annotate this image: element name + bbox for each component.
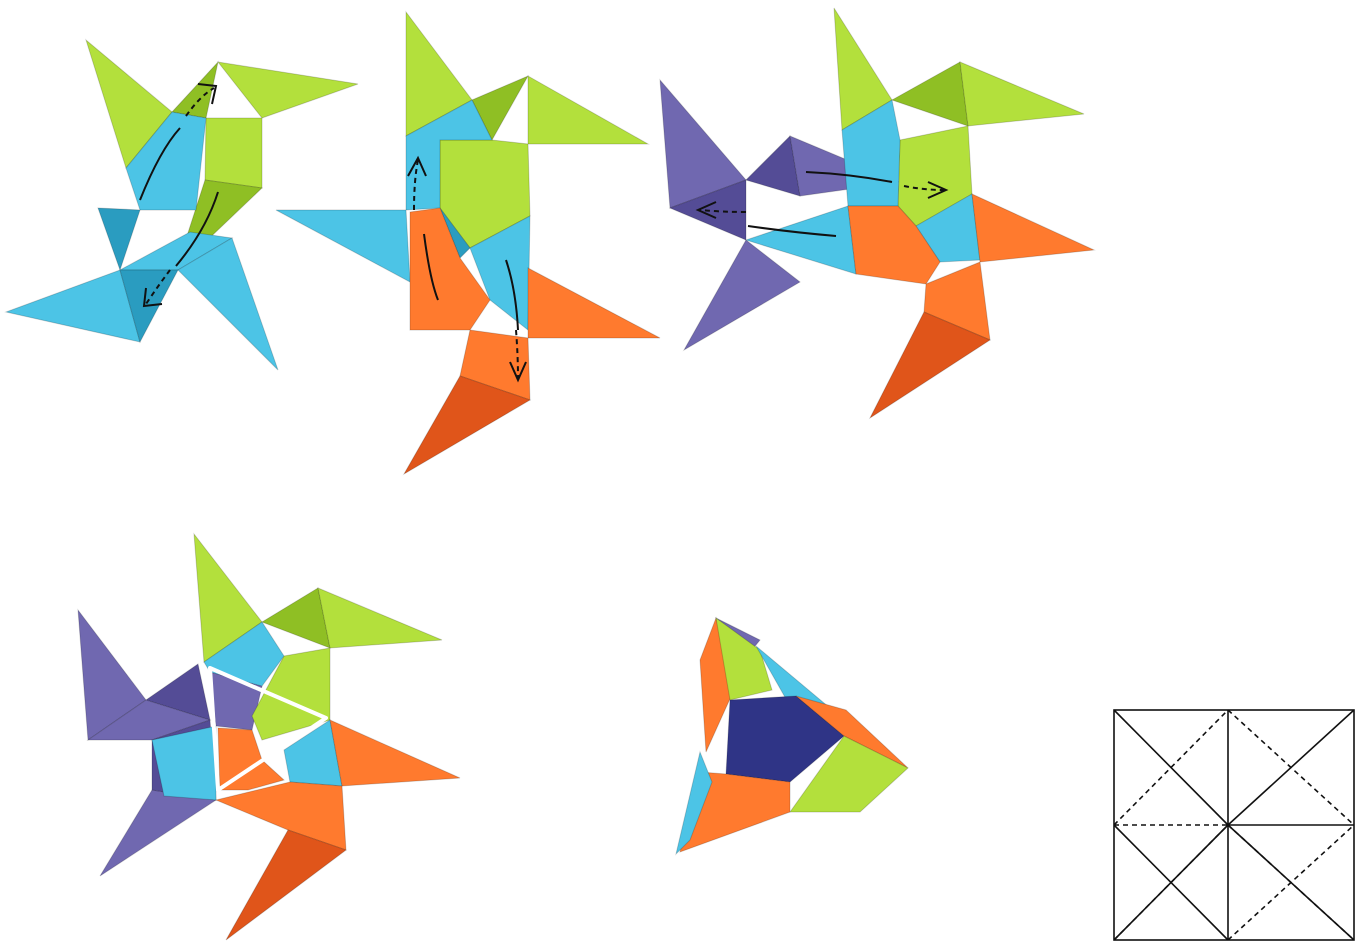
step-1-panel bbox=[6, 40, 358, 370]
paper-facet bbox=[218, 62, 358, 118]
crease-pattern-panel bbox=[1114, 710, 1354, 940]
orange-module bbox=[404, 208, 660, 474]
paper-facet bbox=[216, 782, 346, 850]
paper-facet bbox=[528, 76, 648, 144]
paper-facet bbox=[205, 118, 262, 188]
orange-module bbox=[216, 720, 460, 940]
paper-facet bbox=[684, 240, 800, 350]
paper-facet bbox=[226, 830, 346, 940]
step-4-panel bbox=[78, 534, 460, 940]
paper-facet bbox=[892, 62, 968, 126]
finished-model-panel bbox=[676, 618, 908, 854]
paper-facet bbox=[528, 268, 660, 338]
paper-facet bbox=[218, 728, 284, 790]
paper-facet bbox=[98, 208, 140, 270]
paper-facet bbox=[6, 270, 140, 342]
paper-facet bbox=[276, 210, 410, 282]
paper-facet bbox=[100, 790, 216, 876]
paper-facet bbox=[330, 720, 460, 786]
paper-facet bbox=[972, 194, 1094, 262]
paper-facet bbox=[960, 62, 1084, 126]
paper-facet bbox=[318, 588, 442, 648]
step-3-panel bbox=[660, 8, 1094, 418]
